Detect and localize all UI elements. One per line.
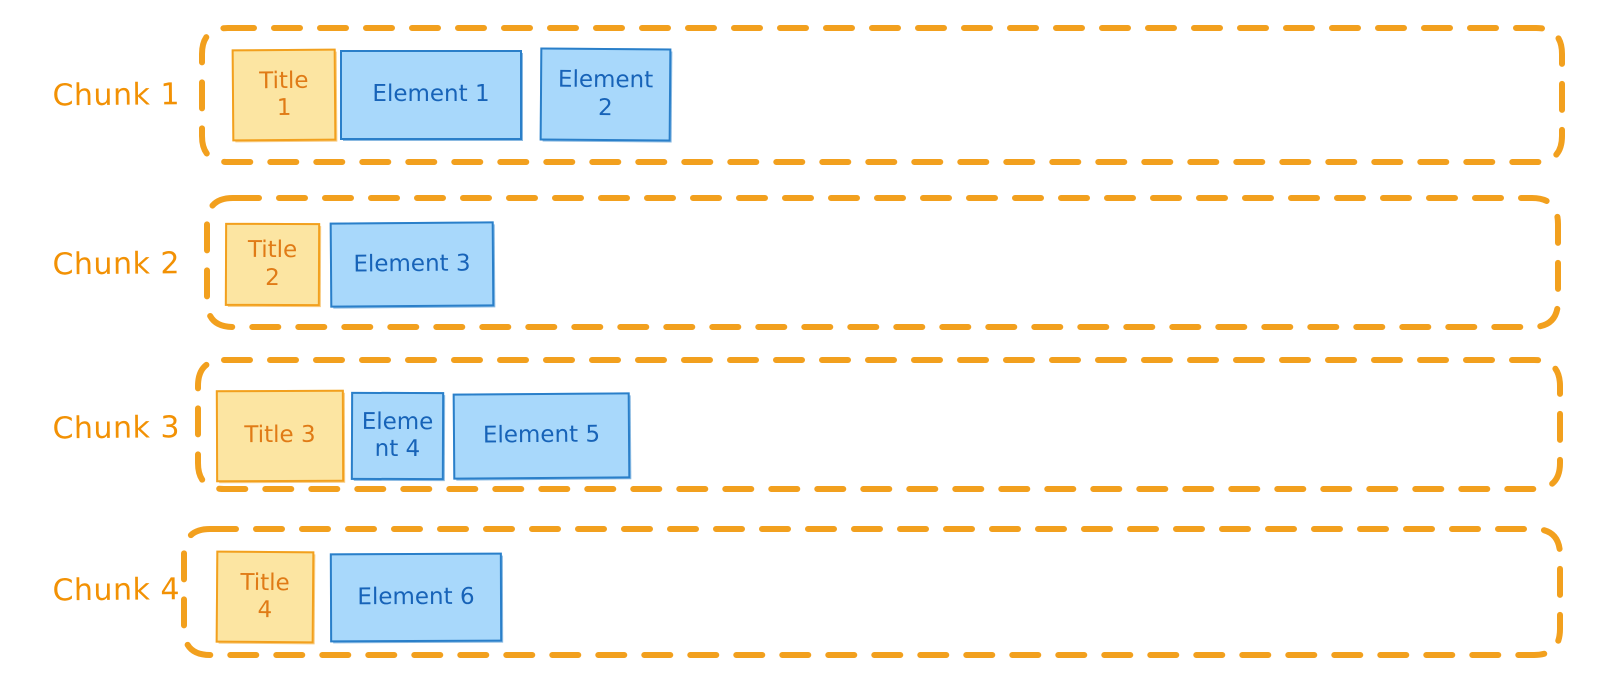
card-label: Title 4 xyxy=(240,569,290,624)
chunk-content-3: Title 3 Eleme nt 4 Element 5 xyxy=(215,389,631,483)
chunk-container-3 xyxy=(196,358,1562,491)
title-card[interactable]: Title 3 xyxy=(215,389,345,483)
title-card[interactable]: Title 1 xyxy=(231,48,337,141)
chunk-container-4 xyxy=(182,527,1562,657)
chunk-label-1: Chunk 1 xyxy=(52,77,181,114)
element-card[interactable]: Element 6 xyxy=(329,552,503,642)
chunk-label-3: Chunk 3 xyxy=(52,410,181,447)
card-label: Title 3 xyxy=(244,422,316,449)
element-card[interactable]: Eleme nt 4 xyxy=(350,391,445,481)
element-card[interactable]: Element 1 xyxy=(340,49,522,140)
card-label: Title 2 xyxy=(247,237,298,291)
element-card[interactable]: Element 5 xyxy=(452,392,631,480)
card-label: Element 5 xyxy=(482,421,601,449)
chunk-label-4: Chunk 4 xyxy=(52,572,181,609)
chunk-content-2: Title 2 Element 3 xyxy=(224,221,495,308)
title-card[interactable]: Title 4 xyxy=(215,550,315,644)
card-label: Element 1 xyxy=(372,80,490,107)
element-card[interactable]: Element 2 xyxy=(539,47,672,142)
chunk-content-1: Title 1 Element 1 Element 2 xyxy=(231,47,672,142)
card-label: Title 1 xyxy=(259,67,309,121)
element-card[interactable]: Element 3 xyxy=(329,221,495,308)
title-card[interactable]: Title 2 xyxy=(224,222,321,307)
chunk-container-1 xyxy=(200,26,1564,164)
card-label: Element 2 xyxy=(557,67,654,121)
card-label: Element 3 xyxy=(353,250,471,278)
card-label: Element 6 xyxy=(357,583,475,610)
chunk-content-4: Title 4 Element 6 xyxy=(215,550,503,644)
card-label: Eleme nt 4 xyxy=(361,408,434,463)
chunk-label-2: Chunk 2 xyxy=(52,246,181,283)
